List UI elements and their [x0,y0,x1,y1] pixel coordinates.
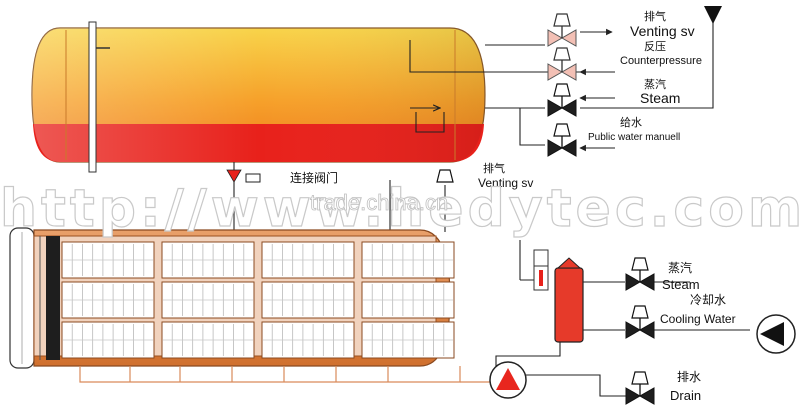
steam-valve-top [547,83,577,117]
counterpressure-valve [547,47,577,81]
basket-grid [61,241,455,359]
cooling-pump-icon [756,314,796,354]
cooling-label-en: Cooling Water [660,312,736,326]
bottom-manifold [79,366,490,383]
steam-top-label-cn: 蒸汽 [644,77,666,91]
tank-internal-piping [409,40,600,133]
storage-tank [31,27,486,163]
inlet-arrow-icon [704,6,722,24]
counter-label-cn: 反压 [644,40,666,53]
cooling-valve [625,305,655,339]
cooling-label-cn: 冷却水 [690,293,726,307]
steam-low-label-en: Steam [662,277,700,292]
top-valve-piping [485,20,714,152]
circulation-pump-icon [489,361,527,399]
circulation-piping [495,240,750,397]
counter-label-en: Counterpressure [620,55,702,67]
drain-valve [625,371,655,405]
drain-label-cn: 排水 [677,370,701,384]
level-gauge [88,21,110,173]
steam-top-label-en: Steam [640,90,680,106]
mid-vent-label-cn: 排气 [483,161,505,175]
water-label-en: Public water manuell [588,132,680,143]
mid-vent-label-en: Venting sv [478,176,533,190]
top-vent-label-en: Venting sv [630,23,695,39]
mid-vent-valve-icon [436,169,454,183]
steam-low-label-cn: 蒸汽 [668,260,692,275]
steam-valve-low [625,257,655,291]
thermometer-icon [533,249,549,291]
connect-label-cn: 连接阀门 [290,170,338,185]
top-vent-label-cn: 排气 [644,9,666,23]
watermark-url: http://www.hedytec.com [0,179,800,239]
water-valve [547,123,577,157]
venting-valve [547,13,577,47]
heat-exchanger-icon [554,257,584,343]
watermark-brand: trade.china.cn [310,190,448,215]
drain-label-en: Drain [670,388,701,403]
connecting-valve-icon [226,169,261,183]
water-label-cn: 给水 [620,116,642,129]
